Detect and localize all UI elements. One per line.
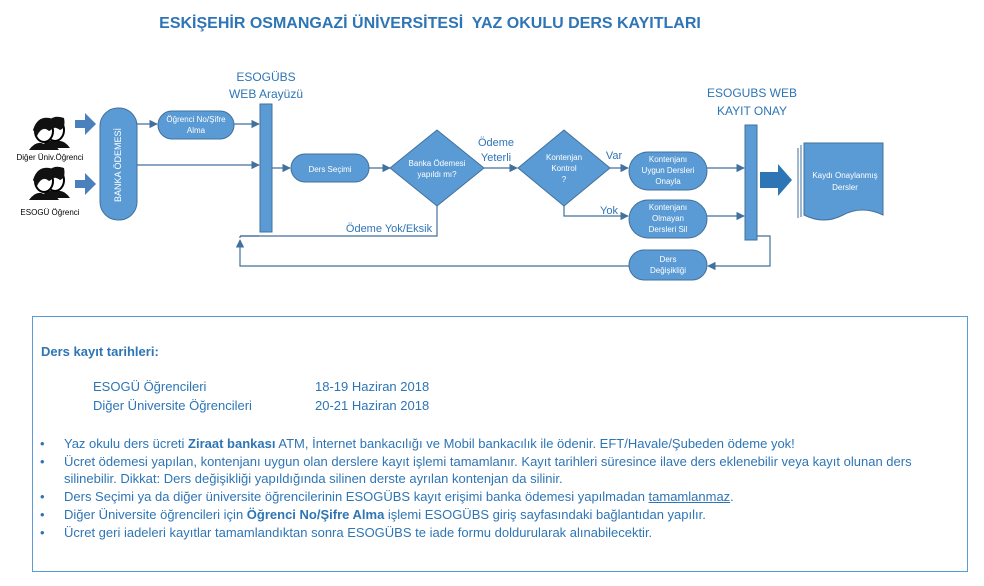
bullet-text: Yaz okulu ders ücreti [64, 436, 189, 451]
bank-paid-decision [389, 129, 485, 207]
esogubs-approval-bar [744, 124, 758, 241]
payment-ok-label-1: Ödeme [478, 137, 514, 149]
bullet-item: • Ücret geri iadeleri kayıtlar tamamland… [37, 524, 963, 541]
delete-label-1: Kontenjanı [649, 203, 687, 212]
bullet-dot: • [40, 489, 45, 504]
approve-label-3: Onayla [655, 177, 681, 186]
approved-courses-label-2: Dersler [832, 183, 858, 192]
page-title: ESKİŞEHİR OSMANGAZİ ÜNİVERSİTESİ YAZ OKU… [159, 13, 701, 32]
bullet-underlined-text: tamamlanmaz [648, 489, 731, 504]
bullet-item: • Diğer Üniversite öğrencileri için Öğre… [37, 506, 963, 523]
course-change-node [628, 249, 708, 281]
esogubs-web-title-2: WEB Arayüzü [229, 87, 303, 101]
date-range-other: 20-21 Haziran 2018 [315, 398, 430, 413]
bullet-dot: • [40, 454, 45, 469]
esogubs-web-bar [259, 103, 273, 233]
student-esogu-label: ESOGÜ Öğrenci [20, 208, 79, 217]
quota-check-label-3: ? [562, 175, 567, 184]
bullet-dot: • [40, 507, 45, 522]
student-other-icon [29, 116, 70, 150]
date-range-esogu: 18-19 Haziran 2018 [315, 379, 430, 394]
delete-courses-node [628, 199, 708, 239]
bullet-dot: • [40, 436, 45, 451]
approve-label-1: Kontenjanı [649, 155, 687, 164]
bullet-text: . [730, 489, 734, 504]
student-login-label-1: Öğrenci No/Şifre [166, 115, 226, 124]
quota-check-label-1: Kontenjan [546, 153, 582, 162]
bullet-item: • Ders Seçimi ya da diğer üniversite öğr… [37, 488, 963, 505]
quota-check-label-2: Kontrol [551, 164, 577, 173]
bullet-bold-text: Ziraat bankası [188, 436, 276, 451]
arrow-to-approved-courses [760, 164, 792, 196]
payment-ok-label-2: Yeterli [481, 152, 511, 164]
bullet-item: • Ücret ödemesi yapılan, kontenjanı uygu… [37, 453, 963, 487]
bullet-item: • Yaz okulu ders ücreti Ziraat bankası A… [37, 435, 963, 452]
date-row-other: Diğer Üniversite Öğrencileri 20-21 Hazir… [93, 398, 429, 413]
student-other-label: Diğer Üniv.Öğrenci [17, 153, 84, 162]
yes-label: Var [606, 150, 623, 162]
bullet-text: Ücret geri iadeleri kayıtlar tamamlandık… [64, 525, 653, 540]
registration-flow-diagram: ESKİŞEHİR OSMANGAZİ ÜNİVERSİTESİ YAZ OKU… [17, 13, 884, 281]
course-selection-label: Ders Seçimi [308, 165, 351, 174]
bullet-dot: • [40, 525, 45, 540]
bullet-text: işlemi ESOGÜBS giriş sayfasındaki bağlan… [384, 507, 706, 522]
approved-courses-label-1: Kaydı Onaylanmış [812, 171, 877, 180]
bullet-text: Ücret ödemesi yapılan, kontenjanı uygun … [64, 454, 912, 486]
info-heading: Ders kayıt tarihleri: [41, 344, 159, 359]
arrow-esogu-to-bank [75, 173, 96, 195]
bank-paid-label-1: Banka Ödemesi [409, 159, 466, 168]
no-label: Yok [600, 205, 618, 217]
bullet-text: Ders Seçimi ya da diğer üniversite öğren… [64, 489, 649, 504]
course-change-label-2: Değişikliği [650, 266, 686, 275]
approve-courses-node [628, 151, 708, 191]
bank-payment-node [99, 107, 138, 221]
course-change-label-1: Ders [660, 255, 677, 264]
student-login-node [157, 110, 235, 140]
bullet-text: Diğer Üniversite öğrencileri için [64, 507, 247, 522]
bullet-bold-text: Öğrenci No/Şifre Alma [246, 507, 385, 522]
date-row-esogu: ESOGÜ Öğrencileri 18-19 Haziran 2018 [93, 379, 429, 394]
info-bullet-list: • Yaz okulu ders ücreti Ziraat bankası A… [37, 435, 963, 542]
payment-missing-label: Ödeme Yok/Eksik [346, 223, 433, 235]
esogubs-approval-title-2: KAYIT ONAY [717, 104, 787, 118]
delete-label-3: Dersleri Sil [649, 225, 688, 234]
bullet-text: ATM, İnternet bankacılığı ve Mobil banka… [275, 436, 795, 451]
bank-payment-label: BANKA ÖDEMESİ [113, 128, 123, 202]
date-group-other: Diğer Üniversite Öğrencileri [93, 398, 252, 413]
student-esogu-icon [29, 166, 70, 200]
student-login-label-2: Alma [187, 126, 206, 135]
delete-label-2: Olmayan [652, 214, 684, 223]
esogubs-approval-title-1: ESOGUBS WEB [707, 86, 797, 100]
info-box: Ders kayıt tarihleri: ESOGÜ Öğrencileri … [32, 316, 968, 572]
arrow-other-to-bank [75, 113, 96, 135]
approved-courses-node [803, 142, 884, 221]
date-group-esogu: ESOGÜ Öğrencileri [93, 379, 207, 394]
bank-paid-label-2: yapıldı mı? [417, 170, 457, 179]
approve-label-2: Uygun Dersleri [642, 166, 695, 175]
esogubs-web-title-1: ESOGÜBS [236, 70, 295, 84]
